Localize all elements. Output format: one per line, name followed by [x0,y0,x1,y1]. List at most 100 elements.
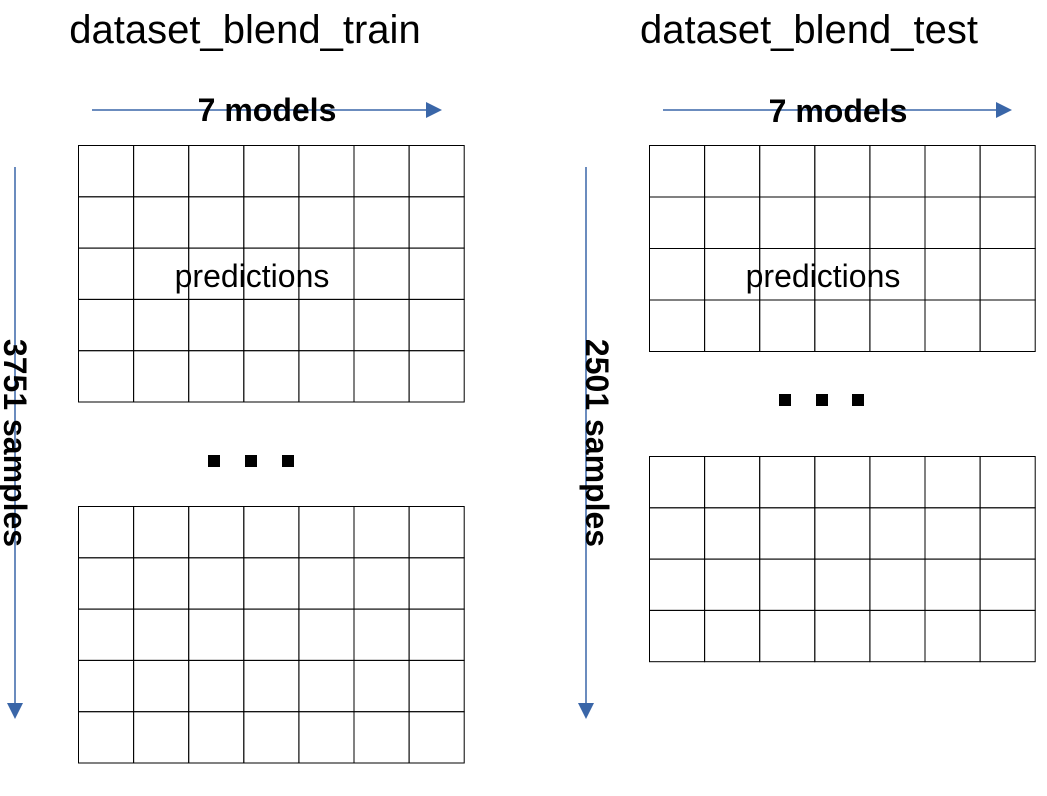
test-bottom-grid-cell [814,558,871,611]
train-top-grid-cell [243,196,300,249]
train-top-grid-cell [78,298,135,352]
train-ellipsis-dot [245,455,257,467]
test-bottom-grid-cell [979,558,1036,611]
test-top-grid-cell [869,145,926,198]
train-bottom-grid-cell [353,506,410,559]
train-top-grid-cell [188,298,245,352]
test-top-grid-cell [924,248,981,301]
test-top-grid-cell [704,196,761,249]
test-top-grid-cell [924,196,981,249]
test-columns-arrowhead-icon [996,102,1012,118]
train-bottom-grid-cell [133,506,190,559]
test-top-grid-cell [979,145,1036,198]
test-bottom-grid-cell [704,456,761,509]
train-columns-arrowhead-icon [426,102,442,118]
test-bottom-grid-cell [649,558,706,611]
train-bottom-grid-cell [298,506,355,559]
train-bottom-grid-cell [408,608,465,661]
train-bottom-grid-cell [298,659,355,713]
train-top-grid-cell [408,145,465,198]
train-bottom-grid-cell [188,557,245,610]
test-top-grid-cell [869,196,926,249]
test-bottom-grid-cell [704,558,761,611]
train-bottom-grid-cell [243,608,300,661]
test-bottom-grid-cell [979,609,1036,663]
train-top-grid-cell [298,350,355,403]
train-bottom-grid-cell [78,557,135,610]
test-bottom-grid-cell [649,456,706,509]
test-ellipsis [779,394,864,406]
test-top-grid-cell [814,145,871,198]
train-title: dataset_blend_train [69,8,420,52]
test-top-grid-cell [979,196,1036,249]
train-top-grid-cell [243,145,300,198]
test-bottom-grid-cell [814,456,871,509]
train-bottom-grid-cell [243,711,300,764]
train-bottom-grid-cell [133,557,190,610]
test-rows-arrowhead-icon [578,703,594,719]
test-bottom-grid-cell [924,609,981,663]
train-top-grid-cell [353,350,410,403]
test-ellipsis-dot [852,394,864,406]
train-bottom-grid [78,506,465,764]
test-bottom-grid-cell [924,507,981,560]
test-bottom-grid-cell [924,456,981,509]
test-bottom-grid-cell [979,456,1036,509]
train-top-grid-cell [408,247,465,300]
train-bottom-grid-cell [78,608,135,661]
train-bottom-grid-cell [298,711,355,764]
train-top-grid [78,145,465,403]
train-predictions-label: predictions [175,258,330,294]
test-top-grid-cell [704,145,761,198]
train-top-grid-cell [298,298,355,352]
test-top-grid [649,145,1036,352]
train-bottom-grid-cell [133,711,190,764]
test-top-grid-cell [979,299,1036,352]
test-top-grid-cell [759,145,816,198]
train-bottom-grid-cell [188,608,245,661]
train-top-grid-cell [298,196,355,249]
train-bottom-grid-cell [408,711,465,764]
test-bottom-grid-cell [869,558,926,611]
train-top-grid-cell [188,145,245,198]
train-top-grid-cell [353,196,410,249]
test-top-grid-cell [814,299,871,352]
test-bottom-grid-cell [759,609,816,663]
test-columns-label: 7 models [769,93,908,129]
test-ellipsis-dot [816,394,828,406]
test-top-grid-cell [649,196,706,249]
test-top-grid-cell [704,299,761,352]
train-bottom-grid-cell [188,659,245,713]
test-bottom-grid-cell [924,558,981,611]
train-ellipsis [208,455,294,467]
train-top-grid-cell [243,350,300,403]
train-bottom-grid-cell [408,557,465,610]
test-bottom-grid-cell [814,507,871,560]
train-top-grid-cell [133,145,190,198]
train-columns-label: 7 models [198,92,337,128]
train-ellipsis-dot [282,455,294,467]
train-bottom-grid-cell [78,506,135,559]
test-panel: dataset_blend_test 7 models 2501 samples… [578,8,1036,719]
train-top-grid-cell [188,350,245,403]
test-bottom-grid-cell [759,558,816,611]
test-top-grid-cell [759,299,816,352]
test-bottom-grid [649,456,1036,663]
train-bottom-grid-cell [133,659,190,713]
train-bottom-grid-cell [408,506,465,559]
train-rows-arrowhead-icon [7,703,23,719]
test-bottom-grid-cell [869,507,926,560]
test-bottom-grid-cell [814,609,871,663]
train-bottom-grid-cell [133,608,190,661]
train-bottom-grid-cell [243,557,300,610]
train-top-grid-cell [188,196,245,249]
test-predictions-label: predictions [746,258,901,294]
train-top-grid-cell [408,298,465,352]
train-top-grid-cell [353,247,410,300]
train-top-grid-cell [133,196,190,249]
test-bottom-grid-cell [869,609,926,663]
train-bottom-grid-cell [243,506,300,559]
test-bottom-grid-cell [759,507,816,560]
test-top-grid-cell [869,299,926,352]
test-bottom-grid-cell [759,456,816,509]
